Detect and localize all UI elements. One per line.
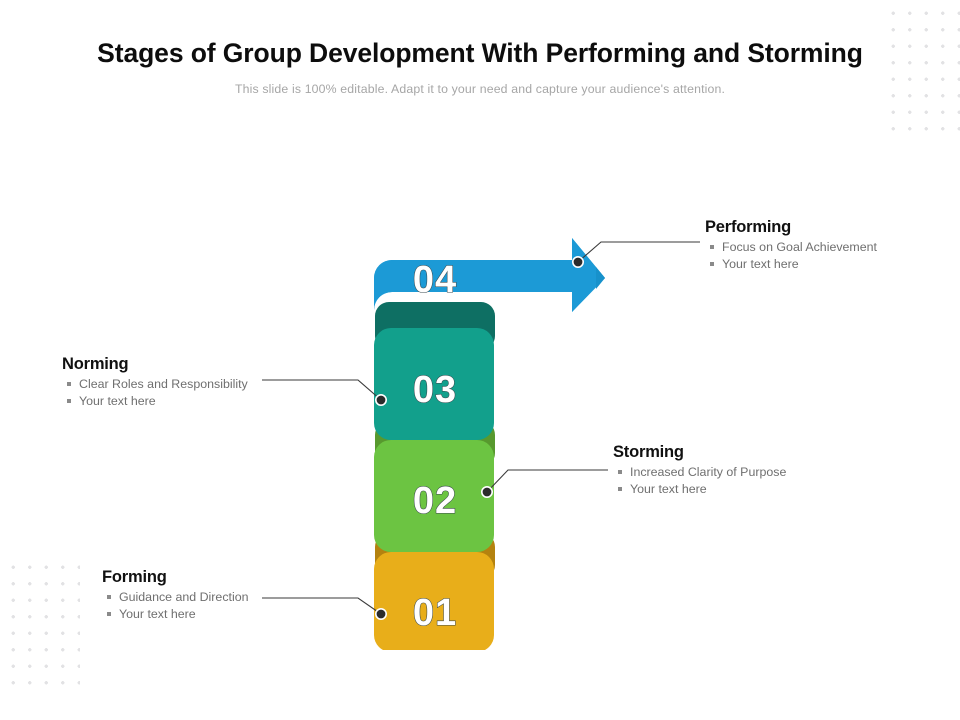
- dot-grid-decoration-top-right: [882, 2, 960, 134]
- callout-norming-bullet-1: Clear Roles and Responsibility: [62, 376, 248, 393]
- callout-performing: Performing Focus on Goal Achievement You…: [705, 218, 877, 272]
- callout-forming-bullet-2: Your text here: [102, 606, 249, 623]
- stage-01-banner[interactable]: [374, 552, 494, 650]
- callout-performing-bullet-2: Your text here: [705, 256, 877, 273]
- callout-forming-bullet-1: Guidance and Direction: [102, 589, 249, 606]
- callout-norming-bullet-2: Your text here: [62, 393, 248, 410]
- callout-storming-bullet-1: Increased Clarity of Purpose: [613, 464, 786, 481]
- callout-forming-bullets: Guidance and Direction Your text here: [102, 589, 249, 622]
- callout-storming-bullet-2: Your text here: [613, 481, 786, 498]
- slide-title: Stages of Group Development With Perform…: [97, 38, 863, 68]
- callout-performing-title: Performing: [705, 218, 792, 236]
- callout-performing-bullet-1: Focus on Goal Achievement: [705, 239, 877, 256]
- stages-graphic: 04 03 02 01: [360, 180, 620, 650]
- slide-subtitle: This slide is 100% editable. Adapt it to…: [234, 82, 726, 96]
- stage-01-number: 01: [413, 592, 457, 634]
- callout-performing-bullets: Focus on Goal Achievement Your text here: [705, 239, 877, 272]
- callout-forming: Forming Guidance and Direction Your text…: [102, 568, 249, 622]
- callout-forming-title: Forming: [102, 568, 167, 586]
- callout-storming: Storming Increased Clarity of Purpose Yo…: [613, 443, 786, 497]
- stage-02-number: 02: [413, 480, 457, 522]
- callout-storming-title: Storming: [613, 443, 684, 461]
- callout-norming-bullets: Clear Roles and Responsibility Your text…: [62, 376, 248, 409]
- stage-04-banner[interactable]: [374, 238, 605, 328]
- callout-norming: Norming Clear Roles and Responsibility Y…: [62, 355, 248, 409]
- dot-grid-decoration-bottom-left: [2, 556, 80, 688]
- callout-storming-bullets: Increased Clarity of Purpose Your text h…: [613, 464, 786, 497]
- callout-norming-title: Norming: [62, 355, 129, 373]
- stage-04-number: 04: [413, 259, 457, 301]
- stage-02-banner[interactable]: [374, 440, 494, 552]
- stage-03-number: 03: [413, 369, 457, 411]
- stage-03-banner[interactable]: [374, 328, 494, 440]
